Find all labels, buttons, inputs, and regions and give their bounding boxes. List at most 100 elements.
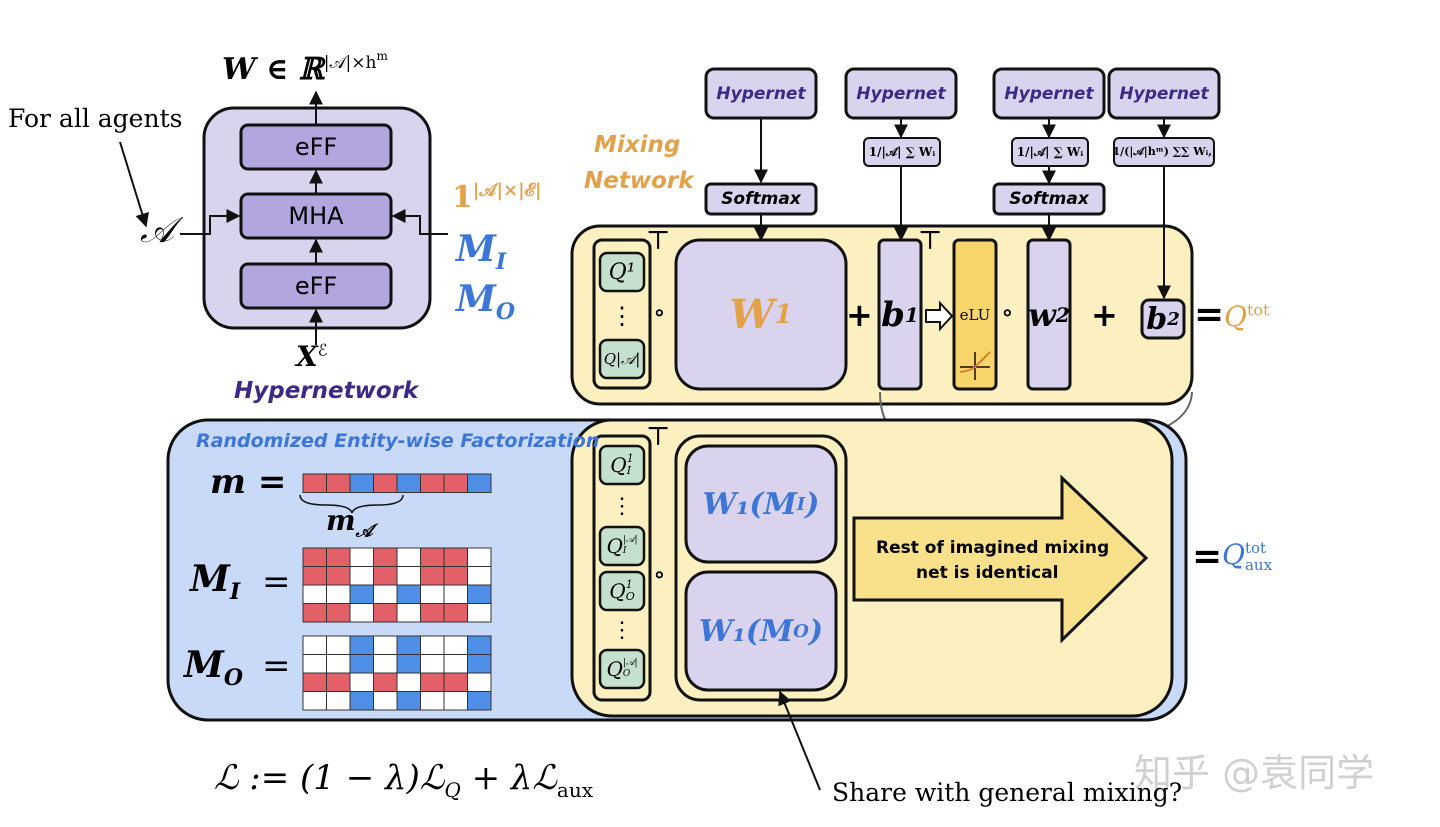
mi-matrix-cell (467, 603, 492, 623)
qo-dots: ⋮ (611, 617, 633, 643)
mo-matrix-cell-blue (467, 654, 492, 674)
q-dots: ⋮ (610, 302, 634, 330)
mask-in-label: MI (456, 228, 507, 276)
equals-top: = (1194, 294, 1225, 335)
q-top-cell (598, 251, 646, 293)
mask-one-label: 1|𝒜|×|ℰ| (452, 180, 542, 215)
mo-equals: = (262, 646, 291, 686)
mo-matrix-cell (326, 635, 351, 655)
mi-label: MI (190, 558, 241, 606)
w1-mi-box (684, 444, 838, 564)
mi-matrix-cell (373, 547, 398, 567)
rest-identical-line1: Rest of imagined mixing (876, 538, 1110, 558)
mi-matrix-cell (302, 584, 327, 604)
mi-matrix-cell (326, 584, 351, 604)
m-vector-cell (373, 473, 398, 493)
mi-matrix-cell (349, 603, 374, 623)
mo-matrix-cell-blue (467, 691, 492, 711)
mo-matrix-cell (443, 672, 468, 692)
mask-cells (302, 473, 492, 711)
qo-bottom-label: Q|𝒜|O (606, 657, 638, 681)
mi-matrix-cell (420, 547, 445, 567)
q-top-label: Q¹ (608, 259, 636, 285)
mo-matrix-cell (302, 691, 327, 711)
transpose-ref: ⊤ (646, 422, 671, 452)
hypernet-output-label: W ∈ ℝ|𝒜|×hm (222, 49, 388, 87)
qo-bottom-cell (598, 648, 646, 690)
ref-title: Randomized Entity-wise Factorization (196, 430, 600, 452)
w1-box (674, 238, 848, 391)
mo-matrix-cell (302, 672, 327, 692)
arrow-agents-to-mha (180, 209, 241, 235)
mo-matrix-cell (420, 691, 445, 711)
mo-matrix-cell-blue (349, 654, 374, 674)
hadamard-elu: ∘ (1001, 298, 1014, 328)
mo-matrix-cell (443, 654, 468, 674)
mixing-title-line1: Mixing (594, 132, 681, 158)
mi-matrix-cell (443, 584, 468, 604)
softmax-label-1: Softmax (721, 189, 801, 209)
qtot-label: Qtot (1224, 300, 1270, 333)
hollow-arrow (925, 300, 954, 332)
mo-matrix-cell-blue (396, 635, 421, 655)
agents-symbol: 𝒜 (140, 210, 175, 251)
arrow-for-all-agents (119, 141, 149, 228)
mo-matrix-cell-blue (396, 691, 421, 711)
mi-matrix-cell (420, 566, 445, 586)
rest-identical-line2: net is identical (916, 563, 1059, 583)
mo-matrix-cell (373, 635, 398, 655)
mi-equals: = (262, 562, 291, 602)
mi-matrix-cell (373, 584, 398, 604)
softmax-label-2: Softmax (1009, 189, 1089, 209)
m-vector-cell (326, 473, 351, 493)
mi-matrix-cell (396, 603, 421, 623)
mo-matrix-cell (326, 672, 351, 692)
mi-matrix-cell-blue (396, 584, 421, 604)
mi-matrix-cell (443, 547, 468, 567)
m-vector-cell (443, 473, 468, 493)
transpose-top: ⊤ (646, 226, 671, 256)
mi-matrix-cell (349, 566, 374, 586)
mi-matrix-cell (396, 547, 421, 567)
b2-box (1140, 298, 1186, 340)
mo-matrix-cell (443, 691, 468, 711)
elu-box (952, 238, 998, 391)
mi-matrix-cell (349, 547, 374, 567)
mo-matrix-cell-blue (396, 654, 421, 674)
plus-1: + (846, 296, 873, 334)
eff-bottom-label: eFF (294, 272, 338, 300)
for-all-agents-label: For all agents (8, 104, 183, 133)
mixing-title-line2: Network (584, 168, 694, 194)
mo-matrix-cell (373, 691, 398, 711)
mi-matrix-cell (467, 547, 492, 567)
mi-matrix-cell (420, 584, 445, 604)
imagined-q-column (592, 434, 652, 702)
mi-matrix-cell (396, 566, 421, 586)
q-bottom-cell (598, 338, 646, 380)
mo-label: MO (184, 644, 244, 692)
mo-matrix-cell-blue (467, 635, 492, 655)
watermark: 知乎 @袁同学 (1134, 751, 1375, 795)
mo-matrix-cell (302, 654, 327, 674)
equals-bottom: = (1192, 536, 1223, 577)
mi-matrix-cell-blue (349, 584, 374, 604)
mi-matrix-cell (373, 603, 398, 623)
w2-box (1026, 238, 1072, 391)
mo-matrix-cell-blue (349, 691, 374, 711)
mi-matrix-cell (302, 547, 327, 567)
qi-bottom-cell (598, 525, 646, 567)
mo-matrix-cell-blue (349, 635, 374, 655)
mi-matrix-cell (467, 566, 492, 586)
hypernet-input-label: Xℰ (296, 340, 328, 373)
rest-identical-arrow (852, 474, 1149, 644)
m-vector-cell (467, 473, 492, 493)
qi-bottom-label: Q|𝒜|I (606, 534, 638, 558)
m-sub-label: m𝒜 (326, 504, 373, 542)
